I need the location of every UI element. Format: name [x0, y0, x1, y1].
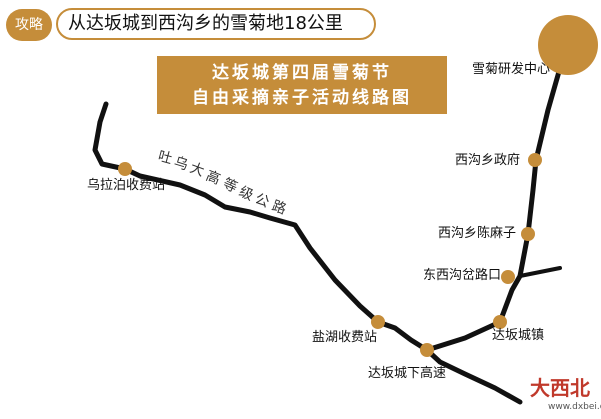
daban-exit-marker	[420, 343, 434, 357]
label-dongxigou: 东西沟岔路口	[423, 268, 502, 283]
watermark-url: www.dxbei.com	[548, 402, 601, 412]
headline: 从达坂城到西沟乡的雪菊地18公里	[56, 8, 376, 40]
strategy-badge: 攻略	[6, 9, 52, 41]
side-road	[518, 266, 562, 278]
title-line-2: 自由采摘亲子活动线路图	[192, 88, 412, 108]
title-banner: 达坂城第四届雪菊节 自由采摘亲子活动线路图	[157, 56, 447, 114]
gov-marker	[528, 153, 542, 167]
chen-marker	[521, 227, 535, 241]
center-marker	[538, 15, 598, 75]
branch-road	[424, 65, 563, 353]
label-daban-exit: 达坂城下高速	[368, 366, 447, 381]
watermark-text: 大西北	[530, 376, 590, 400]
urabo-marker	[118, 162, 132, 176]
yanhu-marker	[371, 315, 385, 329]
label-urabo: 乌拉泊收费站	[87, 178, 166, 193]
town-marker	[493, 315, 507, 329]
title-line-1: 达坂城第四届雪菊节	[212, 63, 392, 83]
label-yanhu: 盐湖收费站	[312, 330, 378, 345]
dongxigou-marker	[501, 270, 515, 284]
label-center: 雪菊研发中心	[472, 62, 551, 77]
label-dabancheng-town: 达坂城镇	[492, 328, 545, 343]
label-xigou-gov: 西沟乡政府	[455, 153, 521, 168]
label-xigou-chen: 西沟乡陈麻子	[438, 226, 517, 241]
